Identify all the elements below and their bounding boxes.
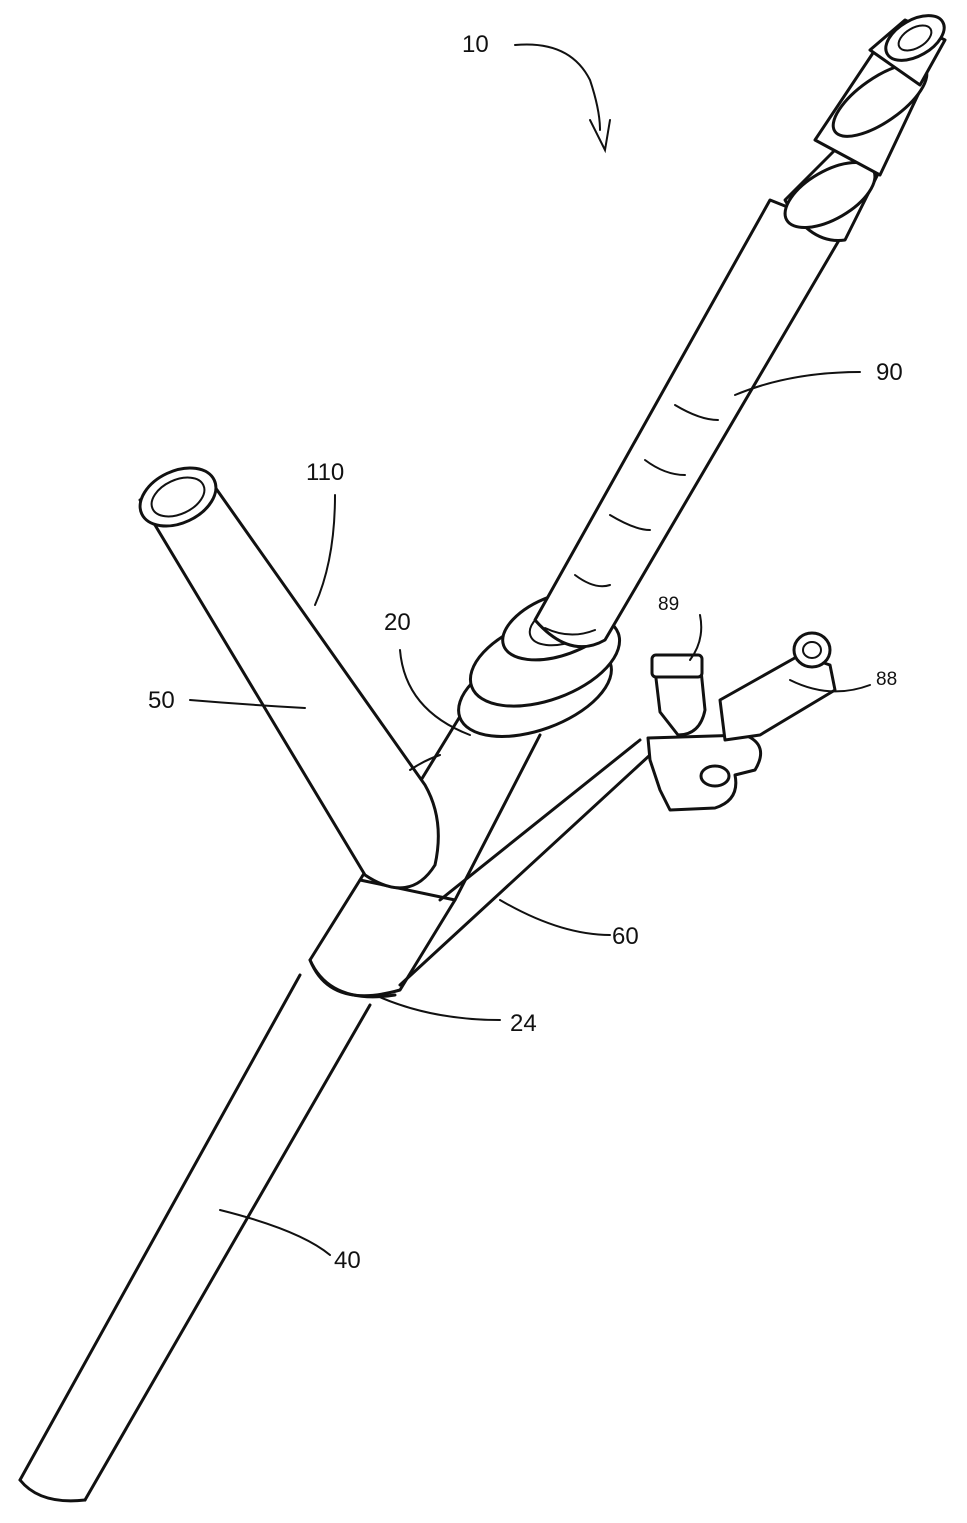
side-tube-50 — [131, 457, 440, 888]
label-10: 10 — [462, 31, 489, 58]
label-88: 88 — [876, 669, 897, 690]
label-89: 89 — [658, 594, 679, 615]
label-40: 40 — [334, 1247, 361, 1274]
label-110: 110 — [306, 459, 344, 486]
shaft-40 — [20, 975, 370, 1501]
valve-assembly — [648, 633, 835, 810]
junction-collar-24 — [310, 880, 455, 997]
label-20: 20 — [384, 609, 411, 636]
label-90: 90 — [876, 359, 903, 386]
label-24: 24 — [510, 1010, 537, 1037]
label-50: 50 — [148, 687, 175, 714]
luer-connector — [775, 6, 952, 240]
label-60: 60 — [612, 923, 639, 950]
inner-tube-90 — [535, 200, 845, 647]
